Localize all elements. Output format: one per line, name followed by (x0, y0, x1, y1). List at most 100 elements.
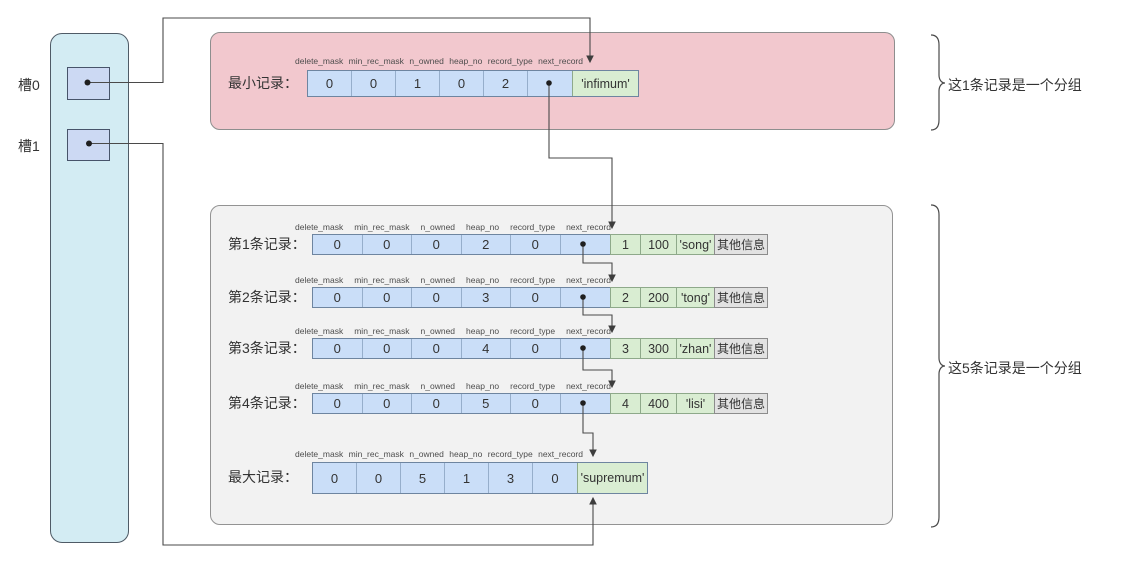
field-cell: 0 (440, 71, 484, 96)
col-header: record_type (510, 222, 556, 232)
col-header: delete_mask (295, 275, 344, 285)
col-header: n_owned (420, 275, 456, 285)
field-cell: 0 (511, 235, 561, 254)
field-cell: 0 (362, 288, 412, 307)
field-cell: 0 (313, 288, 363, 307)
field-cell: 0 (412, 339, 462, 358)
record2-header: delete_mask min_rec_mask n_owned heap_no… (295, 275, 611, 285)
next-record-cell (560, 288, 610, 307)
field-cell: 0 (362, 235, 412, 254)
col-header: min_rec_mask (348, 449, 404, 459)
name-cell: 'tong' (676, 287, 715, 308)
min-record-header: delete_mask min_rec_mask n_owned heap_no… (295, 56, 583, 66)
col-header: n_owned (409, 449, 444, 459)
next-record-cell: 0 (533, 463, 577, 493)
field-cell: 2 (461, 235, 511, 254)
col-header: n_owned (420, 326, 456, 336)
field-cell: 0 (412, 288, 462, 307)
col-header: heap_no (466, 326, 500, 336)
next-record-cell (560, 235, 610, 254)
record2-data-cells: 2 200 'tong' 其他信息 (610, 287, 768, 308)
infimum-value-cell: 'infimum' (572, 71, 638, 96)
value-cell: 200 (640, 287, 677, 308)
col-header: min_rec_mask (354, 381, 410, 391)
col-header: record_type (487, 449, 533, 459)
col-header: n_owned (420, 381, 456, 391)
slot0-label: 槽0 (18, 77, 40, 93)
key-cell: 2 (610, 287, 641, 308)
field-cell: 5 (401, 463, 445, 493)
record2-label: 第2条记录： (228, 289, 306, 305)
field-cell: 0 (308, 71, 352, 96)
name-cell: 'song' (676, 234, 715, 255)
max-record-label: 最大记录： (228, 469, 298, 485)
record4-row: 0 0 0 5 0 (312, 393, 611, 414)
col-header: next_record (566, 381, 611, 391)
value-cell: 100 (640, 234, 677, 255)
field-cell: 0 (313, 339, 363, 358)
record1-header: delete_mask min_rec_mask n_owned heap_no… (295, 222, 611, 232)
col-header: heap_no (466, 222, 500, 232)
supremum-value-cell: 'supremum' (577, 463, 647, 493)
col-header: min_rec_mask (354, 326, 410, 336)
col-header: heap_no (466, 275, 500, 285)
col-header: min_rec_mask (354, 222, 410, 232)
min-group-brace (930, 34, 946, 131)
col-header: delete_mask (295, 326, 344, 336)
record1-row: 0 0 0 2 0 (312, 234, 611, 255)
record2-row: 0 0 0 3 0 (312, 287, 611, 308)
slot1-box (67, 129, 110, 161)
col-header: next_record (538, 56, 583, 66)
value-cell: 400 (640, 393, 677, 414)
other-info-cell: 其他信息 (714, 338, 768, 359)
min-record-row: 0 0 1 0 2 'infimum' (307, 70, 639, 97)
key-cell: 3 (610, 338, 641, 359)
record3-label: 第3条记录： (228, 340, 306, 356)
field-cell: 0 (313, 463, 357, 493)
record4-label: 第4条记录： (228, 395, 306, 411)
name-cell: 'zhan' (676, 338, 715, 359)
value-cell: 300 (640, 338, 677, 359)
key-cell: 4 (610, 393, 641, 414)
field-cell: 0 (313, 394, 363, 413)
field-cell: 0 (511, 288, 561, 307)
col-header: record_type (510, 326, 556, 336)
key-cell: 1 (610, 234, 641, 255)
other-info-cell: 其他信息 (714, 393, 768, 414)
field-cell: 0 (313, 235, 363, 254)
col-header: heap_no (466, 381, 500, 391)
field-cell: 0 (412, 394, 462, 413)
field-cell: 4 (461, 339, 511, 358)
field-cell: 0 (362, 394, 412, 413)
col-header: record_type (510, 381, 556, 391)
field-cell: 2 (484, 71, 528, 96)
col-header: min_rec_mask (348, 56, 404, 66)
field-cell: 1 (445, 463, 489, 493)
record3-data-cells: 3 300 'zhan' 其他信息 (610, 338, 768, 359)
max-record-header: delete_mask min_rec_mask n_owned heap_no… (295, 449, 583, 459)
field-cell: 0 (357, 463, 401, 493)
main-group-brace (930, 204, 946, 528)
col-header: next_record (566, 222, 611, 232)
main-group-brace-label: 这5条记录是一个分组 (948, 360, 1082, 376)
col-header: n_owned (409, 56, 444, 66)
slot1-label: 槽1 (18, 138, 40, 154)
record4-header: delete_mask min_rec_mask n_owned heap_no… (295, 381, 611, 391)
max-record-row: 0 0 5 1 3 0 'supremum' (312, 462, 648, 494)
field-cell: 5 (461, 394, 511, 413)
other-info-cell: 其他信息 (714, 287, 768, 308)
record3-row: 0 0 0 4 0 (312, 338, 611, 359)
min-record-label: 最小记录： (228, 75, 298, 91)
next-record-cell (528, 71, 572, 96)
field-cell: 0 (511, 339, 561, 358)
col-header: next_record (538, 449, 583, 459)
col-header: n_owned (420, 222, 456, 232)
col-header: delete_mask (295, 381, 344, 391)
field-cell: 1 (396, 71, 440, 96)
col-header: delete_mask (295, 56, 344, 66)
field-cell: 0 (412, 235, 462, 254)
col-header: heap_no (449, 56, 483, 66)
record4-data-cells: 4 400 'lisi' 其他信息 (610, 393, 768, 414)
next-record-cell (560, 339, 610, 358)
